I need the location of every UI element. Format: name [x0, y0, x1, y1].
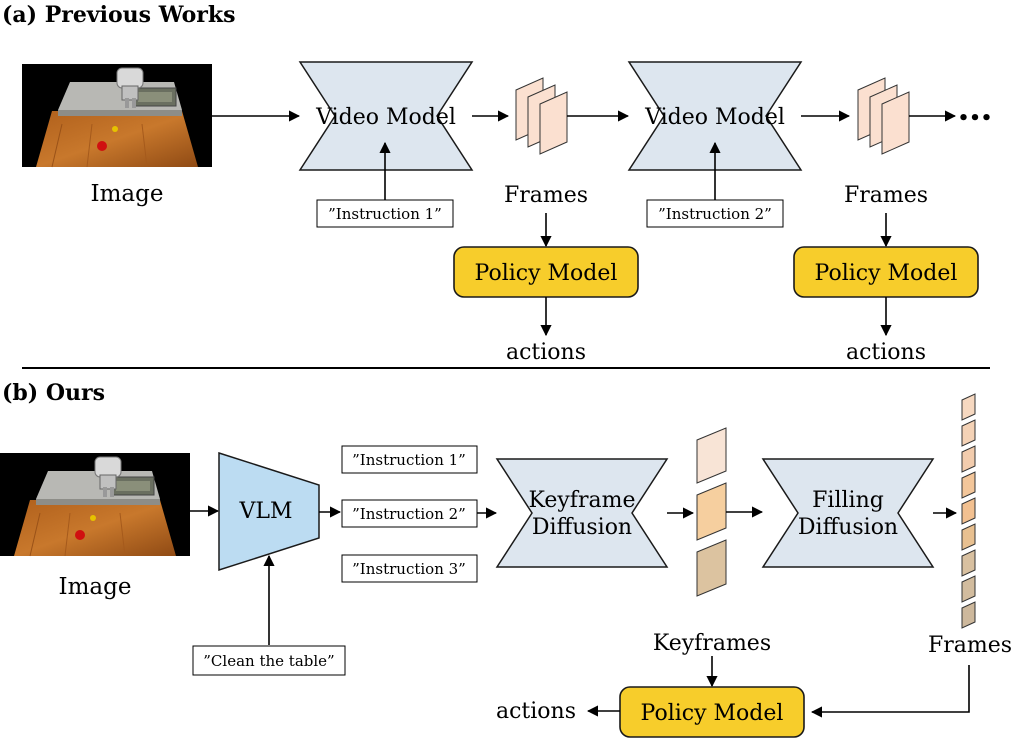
image-label-a: Image	[91, 181, 164, 207]
keyframe-2	[696, 482, 727, 541]
actions-label-1: actions	[506, 340, 586, 365]
filling-diffusion-line2: Diffusion	[798, 515, 898, 540]
policy-model-b-label: Policy Model	[641, 701, 784, 726]
video-model-2-label: Video Model	[644, 105, 785, 130]
policy-model-1: Policy Model	[453, 246, 639, 298]
policy-model-2-label: Policy Model	[815, 261, 958, 286]
filling-diffusion: Filling Diffusion	[761, 458, 935, 568]
keyframe-diffusion-line2: Diffusion	[532, 515, 632, 540]
input-image-a	[21, 63, 213, 168]
vlm-label: VLM	[238, 499, 292, 524]
task-instruction-label: ”Clean the table”	[203, 652, 334, 670]
vlm-block: VLM	[218, 451, 320, 572]
instruction-3-label-b: ”Instruction 3”	[352, 560, 466, 578]
section-b-title: (b) Ours	[2, 380, 105, 406]
frames-label-b: Frames	[928, 633, 1012, 658]
instruction-2-box-a: ”Instruction 2”	[646, 199, 784, 228]
video-model-1: Video Model	[298, 61, 474, 171]
instruction-2-label-a: ”Instruction 2”	[658, 205, 772, 223]
frames-label-1: Frames	[504, 183, 588, 208]
policy-model-b: Policy Model	[619, 686, 805, 738]
instruction-1-box-a: ”Instruction 1”	[316, 199, 454, 228]
keyframe-3	[696, 539, 727, 597]
filling-diffusion-line1: Filling	[812, 488, 884, 513]
section-a-title: (a) Previous Works	[2, 2, 236, 28]
instruction-1-label-b: ”Instruction 1”	[352, 451, 466, 469]
instruction-2-label-b: ”Instruction 2”	[352, 505, 466, 523]
actions-label-b: actions	[496, 699, 576, 724]
frames-stack-2	[857, 77, 910, 155]
keyframes-stack	[696, 427, 727, 597]
ellipsis-dots: •••	[958, 108, 993, 129]
keyframes-label: Keyframes	[653, 631, 771, 656]
policy-model-2: Policy Model	[793, 246, 979, 298]
arrow-frames-to-policy-b	[810, 665, 970, 718]
instruction-3-box-b: ”Instruction 3”	[341, 554, 478, 583]
frames-stack-1	[515, 77, 568, 155]
filled-frames-stack	[961, 393, 976, 629]
frames-label-2: Frames	[844, 183, 928, 208]
input-image-b	[0, 452, 191, 557]
policy-model-1-label: Policy Model	[475, 261, 618, 286]
instruction-1-box-b: ”Instruction 1”	[341, 445, 478, 474]
video-model-1-label: Video Model	[315, 105, 456, 130]
actions-label-2: actions	[846, 340, 926, 365]
instruction-1-label-a: ”Instruction 1”	[328, 205, 442, 223]
video-model-2: Video Model	[627, 61, 803, 171]
keyframe-1	[696, 427, 727, 484]
keyframe-diffusion-line1: Keyframe	[529, 488, 636, 513]
image-label-b: Image	[59, 574, 132, 600]
keyframe-diffusion: Keyframe Diffusion	[495, 458, 669, 568]
task-instruction-box: ”Clean the table”	[192, 645, 346, 676]
instruction-2-box-b: ”Instruction 2”	[341, 499, 478, 528]
